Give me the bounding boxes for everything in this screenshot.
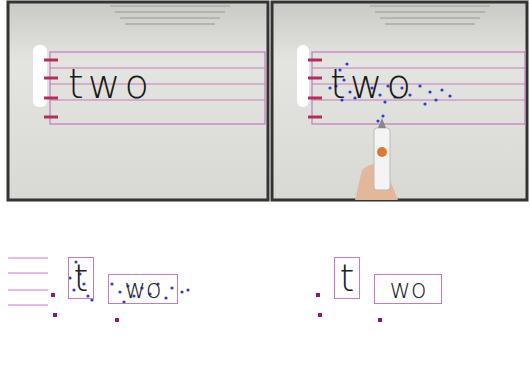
handwritten-word: two — [330, 64, 415, 104]
pen — [355, 118, 398, 200]
letter-text: wo — [389, 276, 426, 302]
guide-box — [312, 52, 525, 124]
glare — [297, 45, 309, 107]
anchor-dots — [51, 293, 382, 322]
letter-text: t — [74, 259, 89, 297]
camera-frame — [8, 2, 268, 200]
guide-ticks — [44, 60, 58, 117]
camera-frame — [272, 2, 527, 200]
letter-box: wo — [108, 274, 178, 304]
letter-text: wo — [124, 276, 161, 302]
handwritten-word: two — [68, 64, 153, 104]
guide-ticks — [308, 60, 322, 117]
tracked-points — [328, 62, 451, 122]
letter-box: t — [334, 257, 360, 299]
guide-lines — [8, 258, 48, 305]
letter-box: wo — [374, 274, 442, 304]
ceiling-vent — [370, 6, 490, 24]
letter-text: t — [340, 259, 355, 297]
letter-box: t — [68, 257, 94, 299]
ceiling-vent — [110, 6, 230, 24]
guide-box — [50, 52, 265, 124]
